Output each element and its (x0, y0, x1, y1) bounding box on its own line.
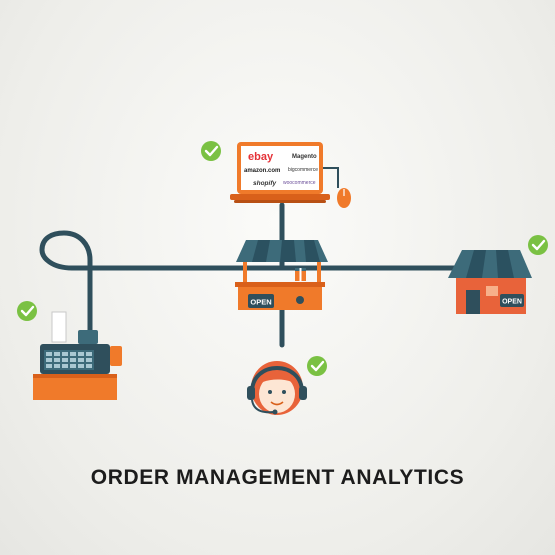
pos-drawer (33, 374, 117, 400)
logo-bigcommerce: bigcommerce (288, 167, 318, 173)
card-reader (110, 346, 122, 366)
logo-ebay: ebay (248, 151, 274, 163)
left-loop-pipe (39, 230, 93, 333)
kiosk-counter-top (235, 282, 325, 287)
store-door (466, 290, 480, 314)
store-open-sign (500, 294, 524, 307)
kiosk-post-left (243, 262, 247, 286)
connection-pipes (39, 202, 473, 348)
receipt-paper (51, 311, 67, 343)
laptop: ebay Magento amazon.com bigcommerce shop… (230, 142, 330, 203)
mouse-cable (322, 167, 339, 188)
logo-amazon: amazon.com (244, 168, 280, 174)
check-pos-icon (17, 301, 37, 321)
store: OPEN (448, 250, 532, 314)
pos-screen (78, 330, 98, 344)
store-awning (448, 250, 532, 278)
headset-band (250, 366, 304, 393)
kiosk-stand: OPEN (235, 240, 328, 310)
logo-shopify: shopify (253, 180, 276, 187)
kiosk-decor-dot (296, 296, 304, 304)
laptop-base (230, 194, 330, 200)
logo-woocommerce: woocommerce (283, 180, 316, 186)
logo-magento: Magento (292, 154, 317, 160)
mouse-icon (337, 188, 351, 208)
check-agent-icon (307, 356, 327, 376)
laptop-base-edge (234, 200, 326, 203)
store-open-text: OPEN (502, 299, 522, 306)
check-laptop-icon (201, 141, 221, 161)
kiosk-post-right (317, 262, 321, 286)
diagram-caption: ORDER MANAGEMENT ANALYTICS (90, 466, 465, 489)
check-store-icon (528, 235, 548, 255)
headset-mic (251, 399, 275, 414)
support-agent-icon (247, 361, 307, 415)
agent-face (259, 375, 295, 413)
kiosk-awning-stripes (252, 240, 320, 262)
store-window (486, 286, 498, 296)
kiosk-open-text: OPEN (250, 298, 271, 307)
pos-terminal (33, 311, 122, 400)
laptop-screen (241, 146, 319, 190)
kiosk-open-sign (248, 294, 274, 308)
